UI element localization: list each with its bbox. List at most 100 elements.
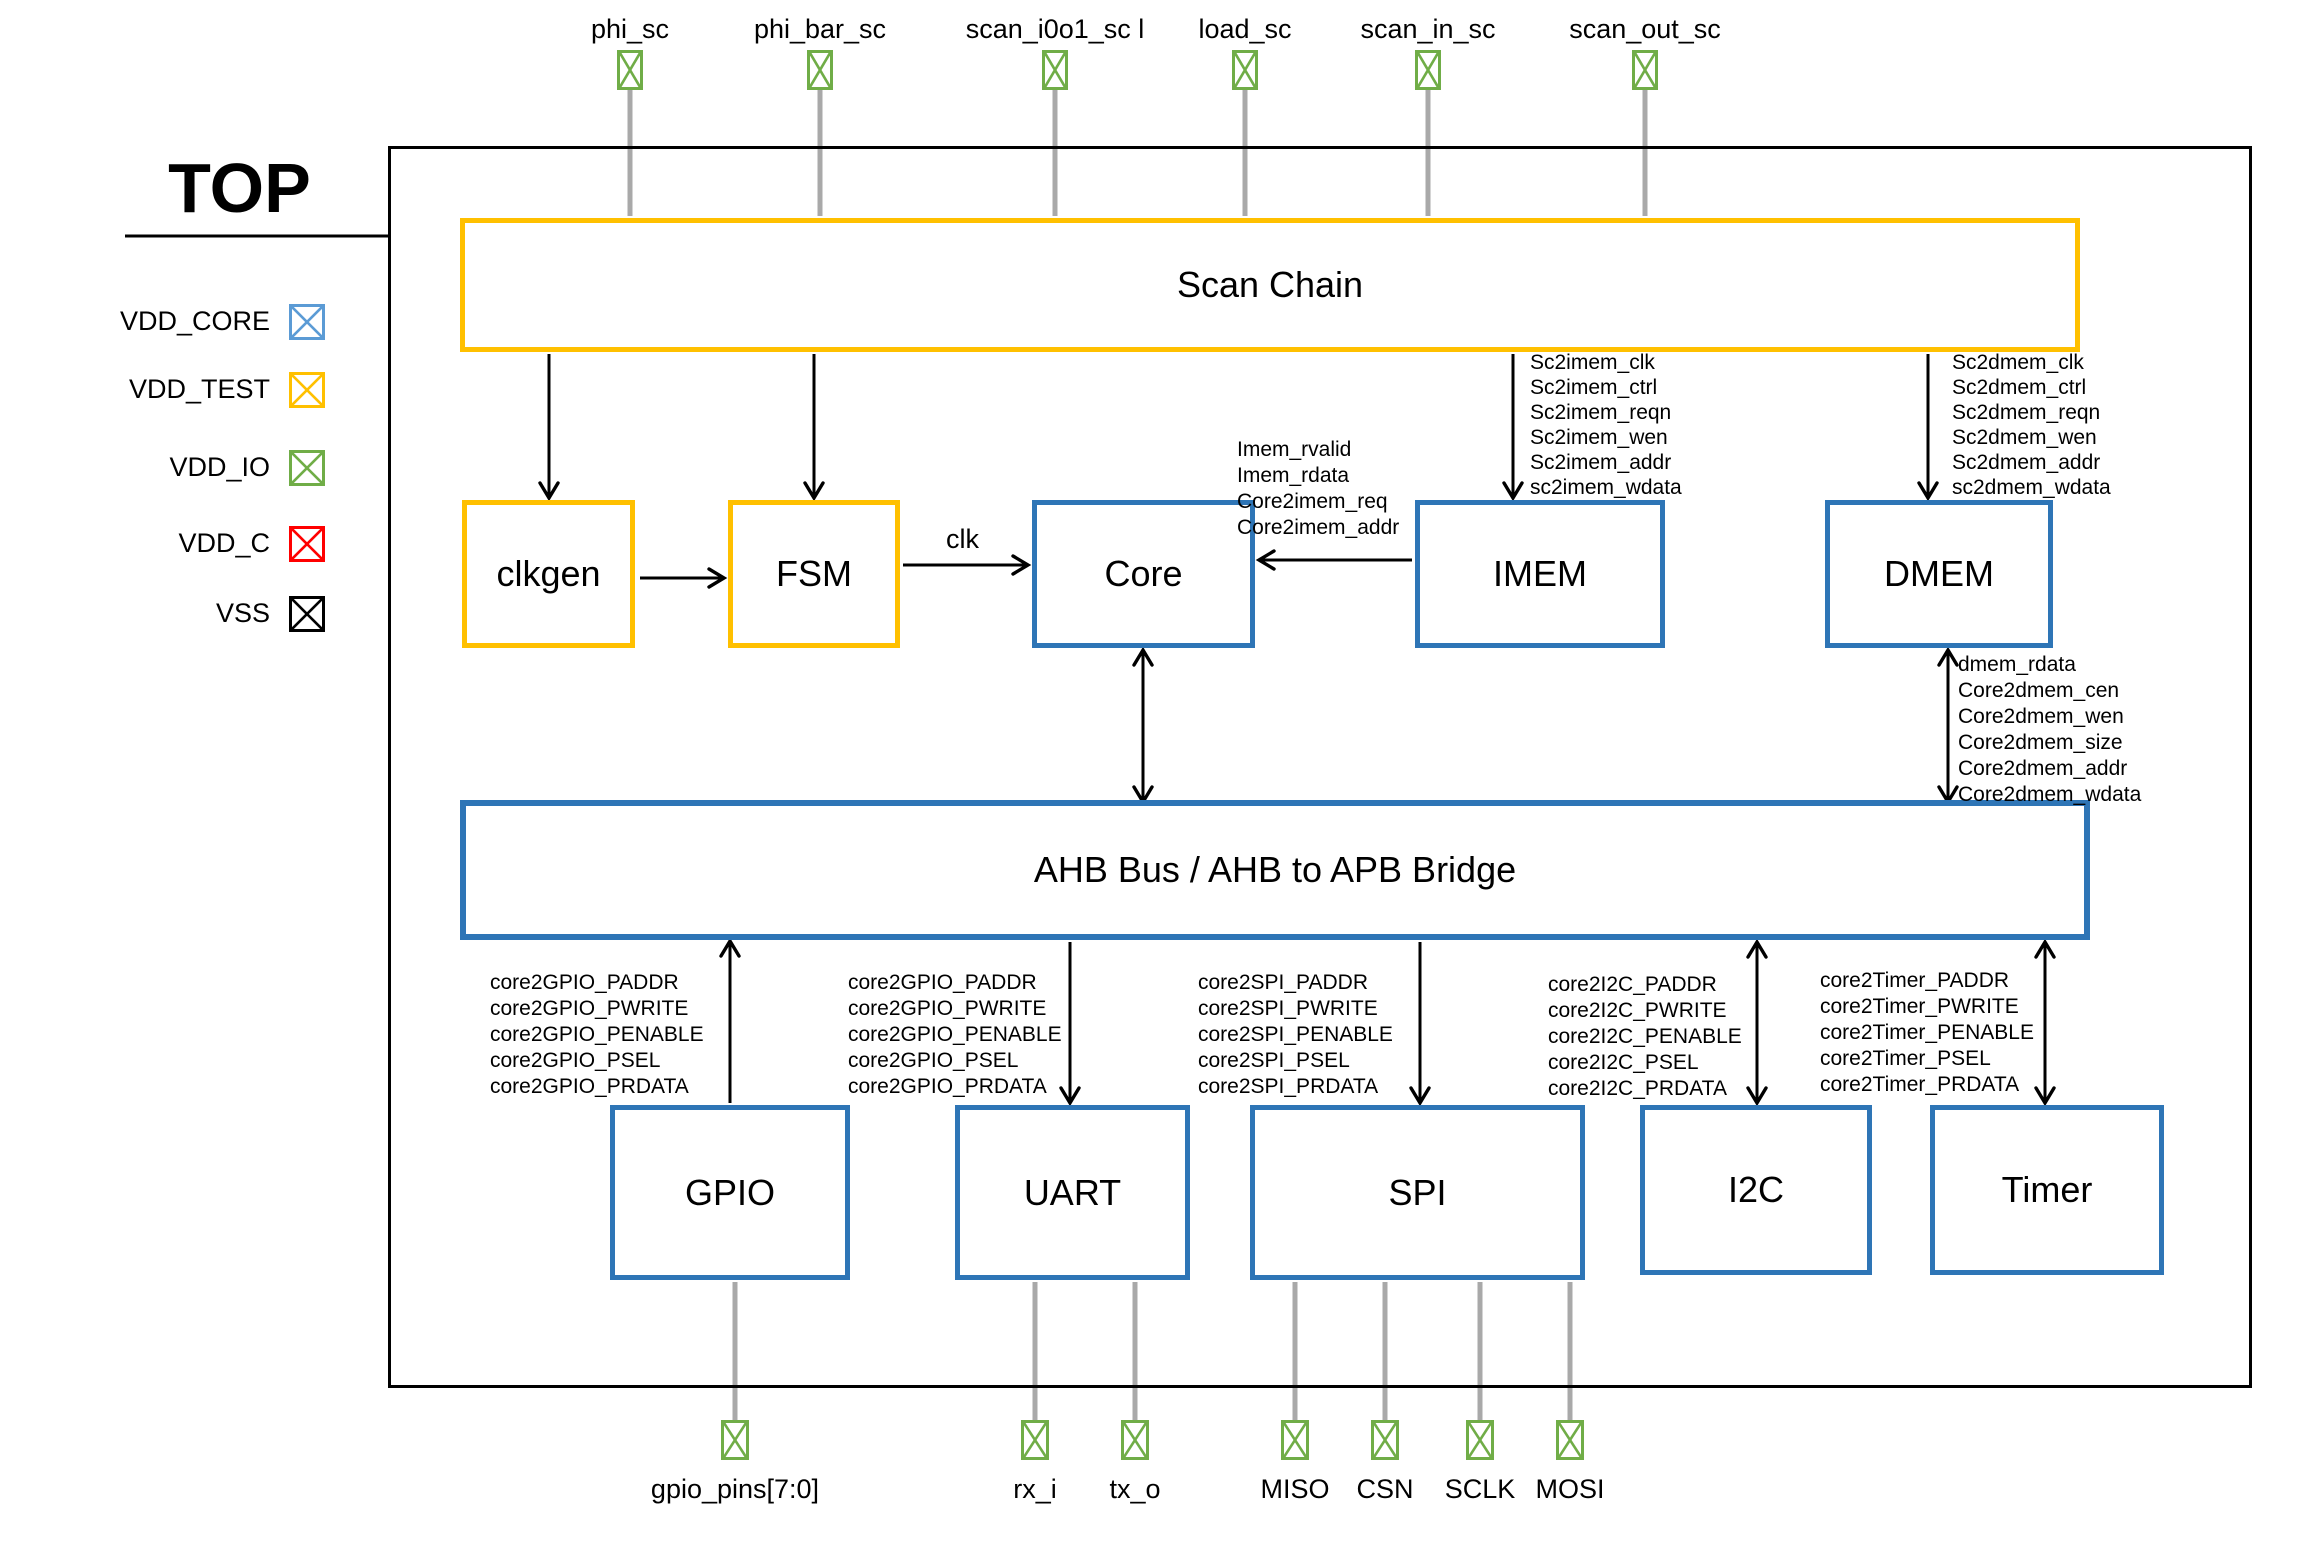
legend-label-vdd-io: VDD_IO [169,452,270,482]
signal-label: core2Timer_PSEL [1820,1047,1991,1070]
pin-icon-scan-in-sc [1415,50,1441,90]
signal-label: core2GPIO_PRDATA [848,1075,1047,1098]
signal-label: Core2imem_req [1237,490,1388,513]
signal-label: core2Timer_PRDATA [1820,1073,2020,1096]
signal-label: core2SPI_PWRITE [1198,997,1378,1020]
signal-label: core2GPIO_PWRITE [490,997,689,1020]
signal-label: core2GPIO_PADDR [848,971,1037,994]
signal-label: core2Timer_PWRITE [1820,995,2019,1018]
signal-label: sc2imem_wdata [1530,476,1682,499]
signal-list-core2dmem: dmem_rdata Core2dmem_cen Core2dmem_wen C… [1958,652,2141,808]
block-imem-label: IMEM [1493,553,1587,594]
block-imem: IMEM [1415,500,1665,648]
signal-label: core2I2C_PENABLE [1548,1025,1742,1048]
pin-icon-phi-sc [617,50,643,90]
legend-swatch-vss-icon [289,596,325,632]
pin-label-csn: CSN [1356,1474,1414,1504]
block-i2c-label: I2C [1727,1169,1785,1210]
pin-icon-csn [1371,1420,1399,1460]
signal-label: Sc2imem_reqn [1530,401,1672,424]
block-spi-label: SPI [1388,1171,1447,1213]
block-scan-chain-label: Scan Chain [1176,264,1364,305]
pin-icon-scan-out-sc [1632,50,1658,90]
signal-label: Sc2imem_ctrl [1530,376,1658,399]
signal-label: Sc2imem_wen [1530,426,1668,449]
pin-icon-load-sc [1232,50,1258,90]
signal-label: Core2imem_addr [1237,516,1400,539]
signal-label: core2I2C_PRDATA [1548,1077,1727,1100]
signal-list-core2timer: core2Timer_PADDR core2Timer_PWRITE core2… [1820,968,2034,1098]
block-gpio-label: GPIO [684,1171,776,1213]
legend-swatch-vdd-core-icon [289,304,325,340]
signal-label: dmem_rdata [1958,653,2076,676]
block-ahb-bridge: AHB Bus / AHB to APB Bridge [460,800,2090,940]
pin-icon-sclk [1466,1420,1494,1460]
pin-icon-miso [1281,1420,1309,1460]
signal-list-core2i2c: core2I2C_PADDR core2I2C_PWRITE core2I2C_… [1548,972,1742,1102]
chip-boundary [388,146,2252,1388]
signal-label: core2GPIO_PSEL [490,1049,661,1072]
signal-label: core2GPIO_PENABLE [490,1023,704,1046]
signal-list-core2uart: core2GPIO_PADDR core2GPIO_PWRITE core2GP… [848,970,1062,1100]
block-core-label: Core [1104,553,1183,594]
block-i2c: I2C [1640,1105,1872,1275]
signal-label: core2Timer_PENABLE [1820,1021,2034,1044]
signal-label: core2SPI_PADDR [1198,971,1369,994]
pin-label-scan-in-sc: scan_in_sc [1360,14,1496,44]
signal-label: Sc2imem_addr [1530,451,1672,474]
signal-label: Sc2dmem_wen [1952,426,2097,449]
signal-label: Imem_rvalid [1237,438,1352,461]
pin-icon-phi-bar-sc [807,50,833,90]
pin-label-scan-out-sc: scan_out_sc [1569,14,1721,44]
legend-swatch-vdd-c-icon [289,526,325,562]
legend-label-vss: VSS [215,598,270,628]
pin-label-gpio-pins: gpio_pins[7:0] [650,1474,820,1504]
page-title: TOP [168,149,311,227]
signal-list-core2spi: core2SPI_PADDR core2SPI_PWRITE core2SPI_… [1198,970,1393,1100]
legend-swatch-vdd-test-icon [289,372,325,408]
pin-icon-mosi [1556,1420,1584,1460]
block-clkgen: clkgen [462,500,635,648]
pin-icon-scan-i0o1-sc [1042,50,1068,90]
signal-label: Core2dmem_cen [1958,679,2120,702]
signal-label: core2I2C_PWRITE [1548,999,1727,1022]
pin-label-mosi: MOSI [1535,1474,1605,1504]
signal-list-sc2imem: Sc2imem_clk Sc2imem_ctrl Sc2imem_reqn Sc… [1530,350,1682,500]
signal-label: Sc2dmem_reqn [1952,401,2101,424]
block-uart: UART [955,1105,1190,1280]
block-scan-chain: Scan Chain [460,218,2080,352]
pin-label-tx-o: tx_o [1109,1474,1161,1504]
signal-label: Sc2imem_clk [1530,351,1655,374]
signal-label: core2SPI_PENABLE [1198,1023,1393,1046]
legend-label-vdd-test: VDD_TEST [128,374,270,404]
pin-label-miso: MISO [1260,1474,1330,1504]
signal-label: core2GPIO_PRDATA [490,1075,689,1098]
pin-label-rx-i: rx_i [1013,1474,1057,1504]
pin-label-load-sc: load_sc [1198,14,1292,44]
block-gpio: GPIO [610,1105,850,1280]
block-clkgen-label: clkgen [496,553,601,594]
block-ahb-bridge-label: AHB Bus / AHB to APB Bridge [1033,849,1517,890]
signal-label: core2Timer_PADDR [1820,969,2010,992]
signal-label: Core2dmem_wdata [1958,783,2142,806]
pin-label-phi-sc: phi_sc [590,14,670,44]
block-timer: Timer [1930,1105,2164,1275]
legend-label-vdd-core: VDD_CORE [119,306,270,336]
signal-list-imem2core: Imem_rvalid Imem_rdata Core2imem_req Cor… [1237,437,1399,541]
signal-label: core2I2C_PADDR [1548,973,1717,996]
signal-label: Sc2dmem_addr [1952,451,2101,474]
signal-label: Core2dmem_wen [1958,705,2124,728]
signal-label: core2GPIO_PWRITE [848,997,1047,1020]
signal-label: Sc2dmem_clk [1952,351,2084,374]
legend-swatch-vdd-io-icon [289,450,325,486]
signal-label: sc2dmem_wdata [1952,476,2111,499]
pin-label-sclk: SCLK [1444,1474,1516,1504]
signal-label-clk: clk [946,524,979,554]
signal-label: Core2dmem_size [1958,731,2123,754]
block-timer-label: Timer [2001,1169,2093,1210]
signal-label: core2GPIO_PADDR [490,971,679,994]
block-core: Core [1032,500,1255,648]
pin-icon-tx-o [1121,1420,1149,1460]
